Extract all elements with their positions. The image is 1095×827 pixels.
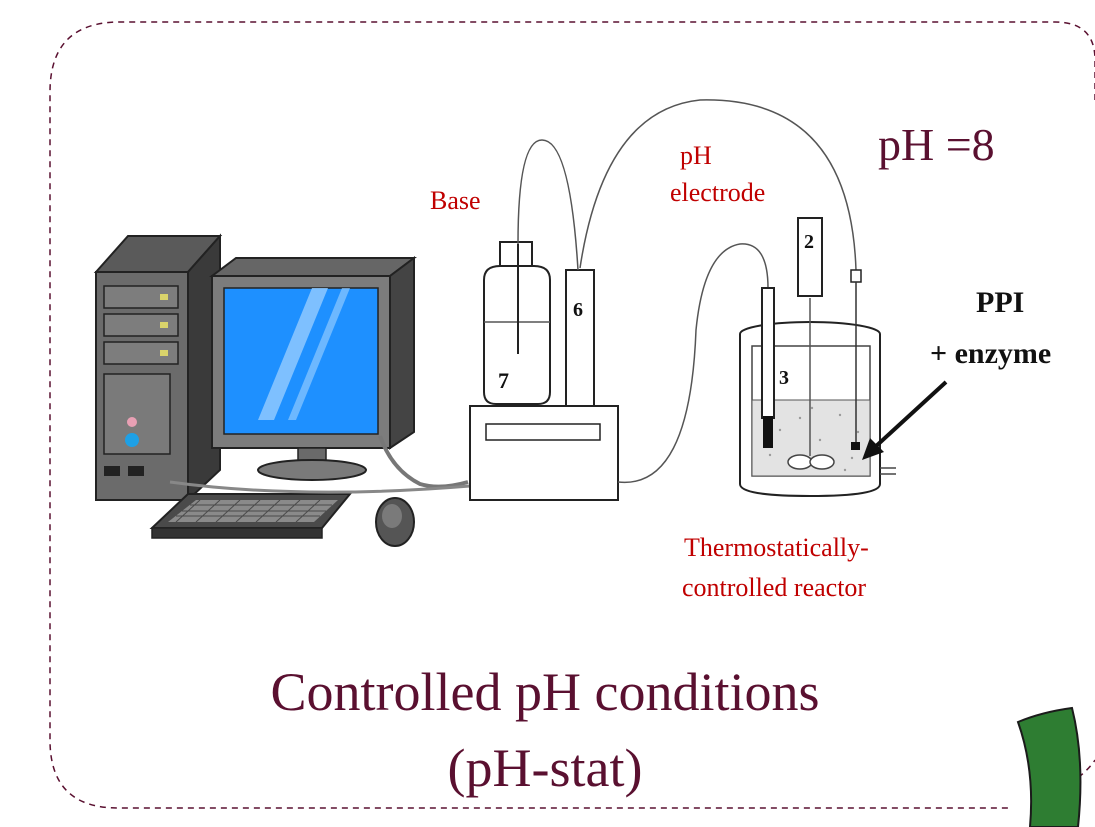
keyboard-icon: [149, 493, 353, 539]
probe-number: 2: [804, 231, 814, 253]
reactor-label-line2: controlled reactor: [682, 573, 866, 602]
computer-tower-icon: [93, 233, 223, 503]
thermometer-3: [761, 287, 775, 448]
ppi-arrow: [862, 380, 948, 460]
burette-number: 6: [573, 299, 583, 321]
electrode-label: electrode: [670, 178, 765, 207]
monitor-icon: [209, 256, 417, 481]
thermometer-cable: [617, 243, 769, 484]
bottle-number: 7: [498, 368, 509, 393]
ppi-label: PPI: [976, 286, 1024, 319]
electrode-cable: [579, 99, 857, 271]
green-accent-shape: [1016, 706, 1082, 827]
probe-2: [797, 217, 823, 297]
ph-electrode-rod: [850, 269, 862, 450]
base-label: Base: [430, 186, 481, 215]
burette-6: [565, 269, 595, 407]
ph-label: pH: [680, 141, 712, 170]
base-tube: [517, 139, 579, 271]
titrator-unit: [469, 405, 619, 501]
ph-value-label: pH =8: [878, 119, 995, 170]
computer-cable-2: [169, 480, 471, 494]
thermometer-number: 3: [779, 367, 789, 389]
title-line2: (pH-stat): [448, 738, 643, 798]
reactor-label-line1: Thermostatically-: [684, 533, 869, 562]
mouse-icon: [375, 497, 415, 547]
dashed-frame: [49, 21, 1095, 809]
enzyme-label: + enzyme: [930, 337, 1051, 370]
base-bottle-7: [483, 241, 551, 405]
title-line1: Controlled pH conditions: [271, 662, 820, 722]
computer-cable: [378, 435, 469, 489]
